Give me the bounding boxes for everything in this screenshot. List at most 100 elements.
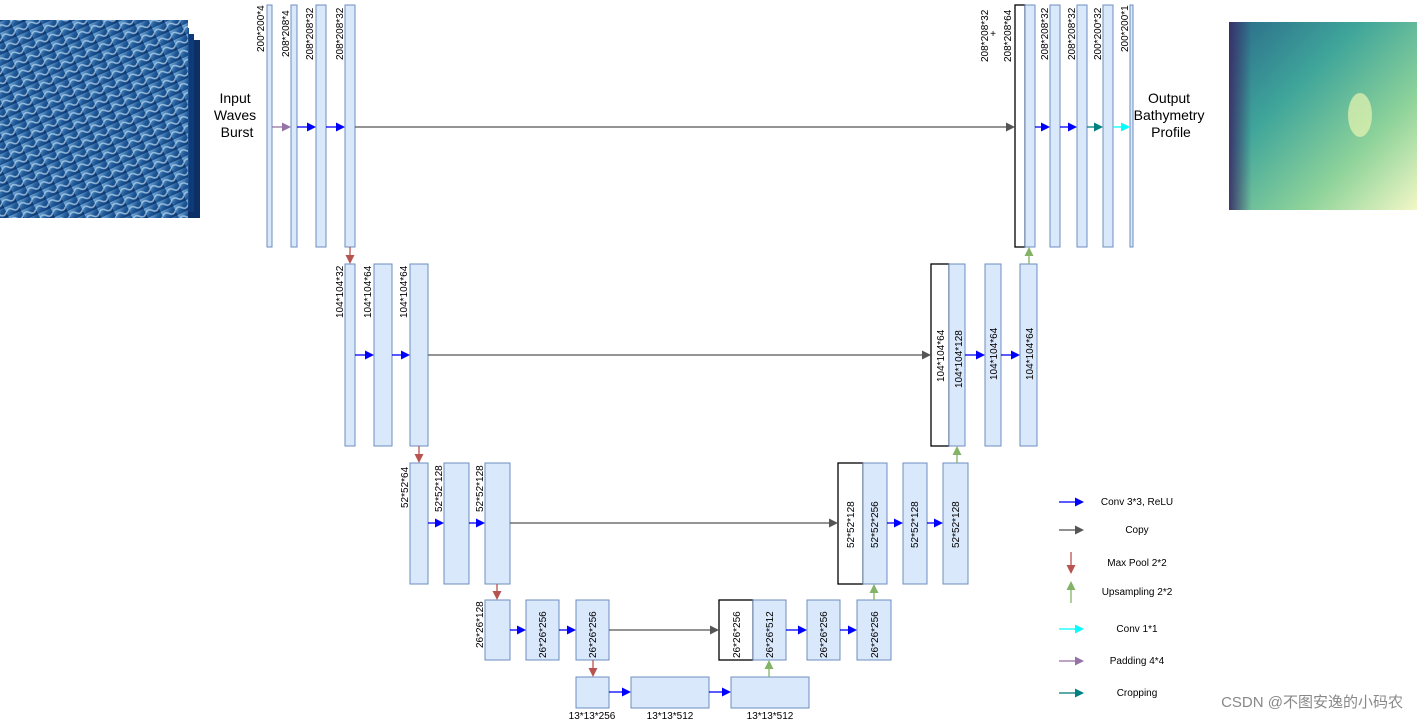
layer-block — [525, 599, 560, 661]
watermark: CSDN @不图安逸的小码农 — [1221, 694, 1403, 711]
layer-block — [862, 462, 888, 585]
layer-block — [484, 599, 511, 661]
maxpool-arrow — [345, 247, 355, 264]
layer-block — [752, 599, 787, 661]
layer-label: 13*13*512 — [747, 711, 794, 720]
layer-block — [443, 462, 470, 585]
layer-block — [730, 676, 810, 709]
legend-label: Copy — [1125, 525, 1148, 536]
legend-label: Conv 3*3, ReLU — [1101, 497, 1173, 508]
layer-label: 208*208*32 — [1040, 7, 1051, 60]
layer-label: 208*208*32 — [305, 7, 316, 60]
conv-arrow — [709, 687, 731, 697]
legend-upsampling-2-2-arrow — [1066, 581, 1076, 603]
layer-label: 13*13*256 — [569, 711, 616, 720]
layer-block — [315, 4, 327, 248]
maxpool-arrow — [588, 660, 598, 677]
legend-padding-4-4-arrow — [1059, 656, 1084, 666]
layer-block — [266, 4, 273, 248]
layer-label: 104*104*32 — [335, 265, 346, 318]
layer-label: 26*26*256 — [538, 611, 549, 658]
layer-label: 104*104*64 — [1025, 327, 1036, 380]
conv1x1-arrow — [1113, 122, 1130, 132]
layer-label: 208*208*32 — [980, 9, 991, 62]
conv-arrow — [927, 518, 943, 528]
input-wave-image-stack — [0, 20, 200, 218]
conv-arrow — [840, 625, 857, 635]
layer-label: 104*104*128 — [954, 330, 965, 388]
legend-label: Padding 4*4 — [1110, 656, 1165, 667]
layer-label: 104*104*64 — [363, 265, 374, 318]
legend-cropping-arrow — [1059, 688, 1084, 698]
legend-max-pool-2-2-arrow — [1066, 552, 1076, 574]
layer-label: 52*52*128 — [434, 465, 445, 512]
conv-arrow — [559, 625, 576, 635]
layer-label: 52*52*128 — [846, 501, 857, 548]
layer-block — [409, 263, 429, 447]
conv-arrow — [609, 687, 631, 697]
layer-block — [1129, 4, 1134, 248]
copy-arrow — [609, 625, 719, 635]
conv-arrow — [965, 350, 985, 360]
conv-arrow — [355, 350, 374, 360]
layer-label: 208*208*32 — [335, 7, 346, 60]
layer-label: 26*26*256 — [870, 611, 881, 658]
layer-label: 26*26*256 — [732, 611, 743, 658]
copy-arrow — [428, 350, 931, 360]
legend-label: Cropping — [1117, 688, 1158, 699]
upsampling-arrow — [1024, 247, 1034, 264]
conv-arrow — [1060, 122, 1077, 132]
legend-label: Conv 1*1 — [1116, 624, 1158, 635]
layer-label: 104*104*64 — [936, 329, 947, 382]
conv-arrow — [469, 518, 485, 528]
input-label: Input Waves Burst — [214, 90, 260, 140]
upsampling-arrow — [869, 584, 879, 600]
layer-block — [344, 4, 356, 248]
layer-label: 52*52*128 — [910, 501, 921, 548]
input-wave-image — [0, 20, 188, 218]
upsampling-arrow — [764, 660, 774, 677]
conv-arrow — [392, 350, 410, 360]
layer-label: 104*104*64 — [989, 327, 1000, 380]
layer-block — [373, 263, 393, 447]
layer-label: 208*208*4 — [281, 10, 292, 57]
layer-block — [1102, 4, 1114, 248]
layer-block — [630, 676, 710, 709]
layer-label: + — [990, 29, 996, 40]
layer-label: 200*200*1 — [1120, 5, 1131, 52]
layer-block — [942, 462, 969, 585]
layer-block — [1049, 4, 1061, 248]
layer-label: 26*26*512 — [765, 611, 776, 658]
maxpool-arrow — [492, 584, 502, 600]
layer-label: 52*52*64 — [400, 466, 411, 508]
padding-arrow — [272, 122, 291, 132]
conv-arrow — [428, 518, 444, 528]
layer-label: 200*200*4 — [256, 5, 267, 52]
legend-label: Upsampling 2*2 — [1102, 587, 1173, 598]
layer-label: 52*52*256 — [870, 501, 881, 548]
maxpool-arrow — [414, 446, 424, 463]
output-bathymetry-image — [1229, 22, 1417, 210]
cropping-arrow — [1087, 122, 1103, 132]
legend-label: Max Pool 2*2 — [1107, 558, 1167, 569]
layer-block — [1024, 4, 1036, 248]
layer-block — [902, 462, 928, 585]
layer-label: 104*104*64 — [399, 265, 410, 318]
concat-block — [1014, 4, 1026, 248]
conv-arrow — [887, 518, 903, 528]
legend-conv-1-1-arrow — [1059, 624, 1084, 634]
layer-label: 200*200*32 — [1093, 7, 1104, 60]
layer-block — [575, 676, 610, 709]
concat-block — [718, 599, 754, 661]
layer-label: 52*52*128 — [951, 501, 962, 548]
conv-arrow — [510, 625, 526, 635]
legend-conv-3-3-relu-arrow — [1059, 497, 1084, 507]
layer-block — [806, 599, 841, 661]
layer-label: 13*13*512 — [647, 711, 694, 720]
layer-label: 52*52*128 — [475, 465, 486, 512]
concat-block — [837, 462, 864, 585]
upsampling-arrow — [952, 446, 962, 463]
arrows-group — [272, 122, 1130, 697]
